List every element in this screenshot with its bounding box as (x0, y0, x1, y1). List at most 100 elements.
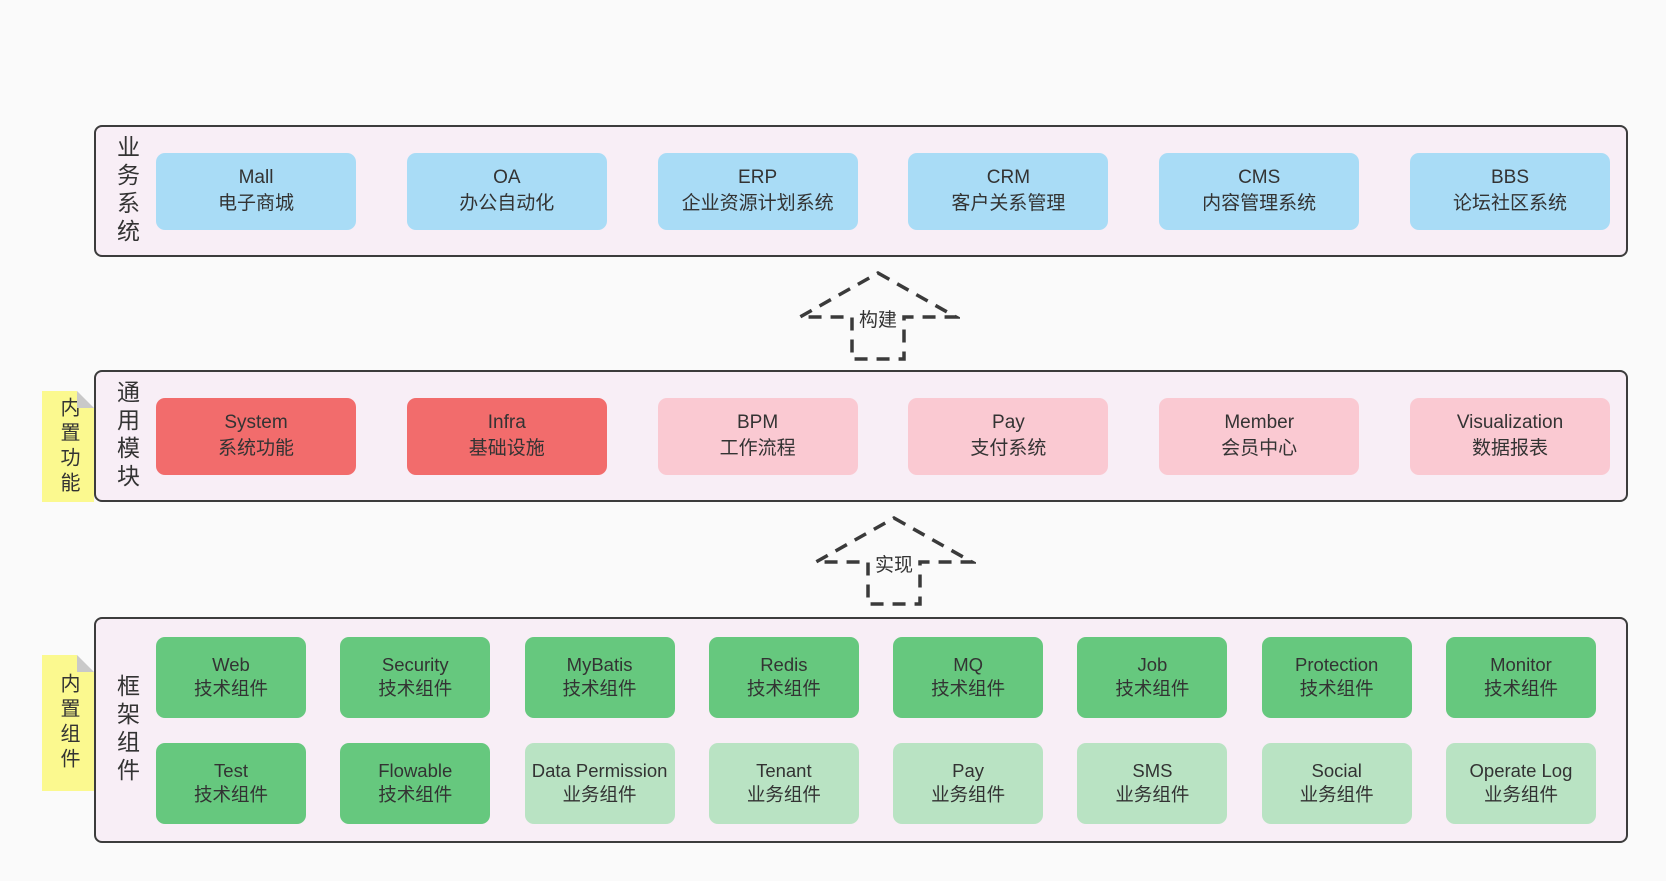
box-member: Member 会员中心 (1159, 397, 1360, 475)
box-title: Security (381, 654, 449, 675)
box-title: Monitor (1490, 654, 1552, 675)
framework-row-2: Test 技术组件 Flowable 技术组件 Data Permission … (156, 742, 1596, 824)
box-title: Data Permission (531, 760, 668, 781)
box-subtitle: 内容管理系统 (1202, 193, 1317, 214)
box-title: Redis (760, 654, 808, 675)
arrow-build-label: 构建 (854, 305, 902, 332)
box-test: Test 技术组件 (156, 742, 306, 824)
box-protection: Protection 技术组件 (1261, 636, 1412, 718)
common-modules-boxes: System 系统功能 Infra 基础设施 BPM 工作流程 Pay 支付系统… (156, 372, 1626, 500)
box-subtitle: 技术组件 (1115, 678, 1190, 699)
box-pay: Pay 支付系统 (908, 397, 1109, 475)
box-subtitle: 技术组件 (746, 678, 821, 699)
box-title: CRM (986, 167, 1031, 188)
box-title: Protection (1295, 654, 1379, 675)
sticky-note-text: 内置组件 (57, 673, 79, 773)
box-title: Test (214, 760, 248, 781)
box-pay-biz: Pay 业务组件 (893, 742, 1044, 824)
box-subtitle: 电子商城 (217, 193, 294, 214)
box-erp: ERP 企业资源计划系统 (657, 152, 858, 230)
box-flowable: Flowable 技术组件 (340, 742, 491, 824)
box-job: Job 技术组件 (1077, 636, 1228, 718)
box-bbs: BBS 论坛社区系统 (1409, 152, 1610, 230)
box-monitor: Monitor 技术组件 (1445, 636, 1596, 718)
box-title: Job (1137, 654, 1168, 675)
box-mybatis: MyBatis 技术组件 (524, 636, 675, 718)
arrow-implement-label: 实现 (870, 550, 918, 577)
layer-common-modules: 通用模块 System 系统功能 Infra 基础设施 BPM 工作流程 Pay… (94, 370, 1628, 502)
framework-row-1: Web 技术组件 Security 技术组件 MyBatis 技术组件 Redi… (156, 636, 1596, 718)
box-title: MyBatis (566, 654, 633, 675)
arrow-build: 构建 (796, 270, 960, 362)
framework-components-boxes: Web 技术组件 Security 技术组件 MyBatis 技术组件 Redi… (156, 619, 1626, 841)
box-subtitle: 业务组件 (1115, 784, 1190, 805)
box-subtitle: 技术组件 (1299, 678, 1374, 699)
box-subtitle: 会员中心 (1221, 438, 1298, 459)
box-subtitle: 业务组件 (1299, 784, 1374, 805)
box-title: CMS (1238, 167, 1281, 188)
box-subtitle: 技术组件 (562, 678, 637, 699)
box-title: Tenant (756, 760, 812, 781)
box-operate-log: Operate Log 业务组件 (1445, 742, 1596, 824)
sticky-note-built-in-components: 内置组件 (42, 655, 94, 791)
box-subtitle: 业务组件 (1483, 784, 1558, 805)
box-title: Social (1311, 760, 1362, 781)
box-subtitle: 支付系统 (970, 438, 1047, 459)
box-mq: MQ 技术组件 (893, 636, 1044, 718)
box-subtitle: 系统功能 (217, 438, 294, 459)
box-subtitle: 数据报表 (1471, 438, 1548, 459)
box-title: Member (1224, 412, 1295, 433)
box-mall: Mall 电子商城 (156, 152, 356, 230)
box-subtitle: 技术组件 (193, 678, 268, 699)
box-subtitle: 技术组件 (378, 678, 453, 699)
box-subtitle: 客户关系管理 (951, 193, 1066, 214)
box-title: MQ (953, 654, 984, 675)
box-oa: OA 办公自动化 (406, 152, 607, 230)
box-title: Mall (238, 167, 274, 188)
box-title: ERP (738, 167, 778, 188)
layer-label-text: 通用模块 (113, 380, 140, 492)
layer-business-systems: 业务系统 Mall 电子商城 OA 办公自动化 ERP 企业资源计划系统 CRM… (94, 125, 1628, 257)
box-infra: Infra 基础设施 (406, 397, 607, 475)
box-subtitle: 业务组件 (931, 784, 1006, 805)
box-subtitle: 技术组件 (378, 784, 453, 805)
box-subtitle: 业务组件 (746, 784, 821, 805)
layer-label-text: 业务系统 (113, 135, 140, 247)
box-title: Pay (992, 412, 1025, 433)
box-subtitle: 办公自动化 (459, 193, 555, 214)
box-title: SMS (1132, 760, 1173, 781)
box-sms: SMS 业务组件 (1077, 742, 1228, 824)
layer-label-business-systems: 业务系统 (96, 127, 156, 255)
box-title: Pay (952, 760, 985, 781)
box-subtitle: 技术组件 (1483, 678, 1558, 699)
arrow-implement: 实现 (812, 515, 976, 607)
box-social: Social 业务组件 (1261, 742, 1412, 824)
sticky-note-text: 内置功能 (57, 396, 79, 497)
box-subtitle: 业务组件 (562, 784, 637, 805)
box-web: Web 技术组件 (156, 636, 306, 718)
box-title: OA (493, 167, 521, 188)
box-data-permission: Data Permission 业务组件 (524, 742, 675, 824)
layer-framework-components: 框架组件 Web 技术组件 Security 技术组件 MyBatis 技术组件… (94, 617, 1628, 843)
layer-label-common-modules: 通用模块 (96, 372, 156, 500)
box-visualization: Visualization 数据报表 (1409, 397, 1610, 475)
box-title: Operate Log (1469, 760, 1573, 781)
layer-label-text: 框架组件 (113, 674, 140, 786)
sticky-note-built-in-features: 内置功能 (42, 391, 94, 502)
box-subtitle: 基础设施 (468, 438, 545, 459)
box-title: BBS (1490, 167, 1529, 188)
box-subtitle: 技术组件 (193, 784, 268, 805)
box-redis: Redis 技术组件 (708, 636, 859, 718)
box-title: BPM (737, 412, 779, 433)
box-subtitle: 技术组件 (931, 678, 1006, 699)
layer-label-framework-components: 框架组件 (96, 619, 156, 841)
box-title: Visualization (1456, 412, 1564, 433)
business-systems-boxes: Mall 电子商城 OA 办公自动化 ERP 企业资源计划系统 CRM 客户关系… (156, 127, 1626, 255)
box-title: Infra (487, 412, 526, 433)
box-bpm: BPM 工作流程 (657, 397, 858, 475)
box-title: Web (212, 654, 250, 675)
box-crm: CRM 客户关系管理 (908, 152, 1109, 230)
box-title: System (224, 412, 288, 433)
box-title: Flowable (378, 760, 453, 781)
